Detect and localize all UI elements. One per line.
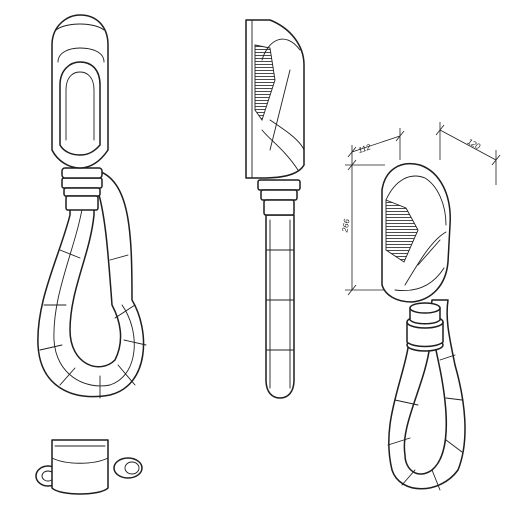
bottom-view [35,439,143,495]
dimension-depth-label: 120 [466,137,482,151]
dimension-width-label: 112 [357,142,373,155]
iso-hose [387,299,466,491]
iso-connector [406,302,444,352]
front-connector [61,167,103,211]
front-hose [37,169,147,399]
side-connector [257,179,301,216]
front-hood [51,14,109,169]
isometric-view: 112 120 266 [340,122,501,491]
side-hose [265,214,295,399]
dimension-lines [345,122,501,296]
iso-hood [381,163,451,303]
side-view [245,19,305,399]
side-hood [245,19,305,179]
front-view [37,14,147,399]
dimension-height-label: 266 [340,218,351,234]
